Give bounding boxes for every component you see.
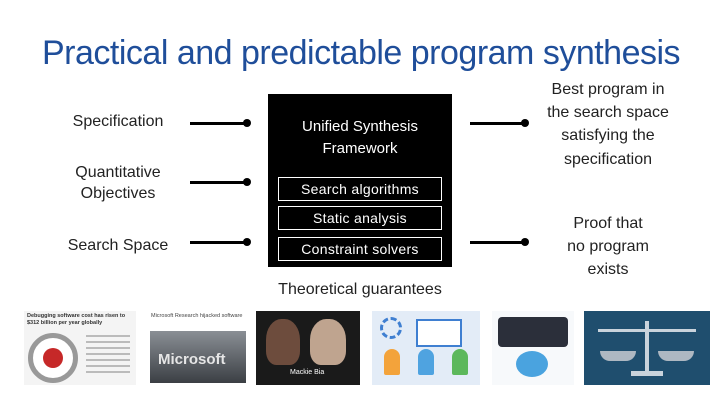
thumbnail-team-illustration: [372, 311, 480, 385]
balance-scale-icon: [598, 321, 696, 377]
person-figure-1: [384, 349, 400, 375]
static-analysis-chip: Static analysis: [278, 206, 442, 230]
proof-line1: Proof that: [573, 215, 643, 232]
best-program-text: Best program in the search space satisfy…: [532, 78, 684, 171]
arrow-search-space: [190, 238, 251, 246]
chain-link-icon: [516, 351, 548, 377]
proof-text: Proof that no program exists: [532, 212, 684, 282]
search-space-label: Search Space: [67, 237, 169, 254]
best-line1: Best program in: [551, 81, 665, 98]
gear-icon: [380, 317, 402, 339]
framework-title-line2: Framework: [322, 139, 398, 157]
thumbnail-microsoft-article: Microsoft Research hijacked software Mic…: [148, 311, 248, 385]
screen-illustration: [416, 319, 462, 347]
people-names: Mackie Bia: [290, 369, 325, 376]
article-lines: [86, 335, 130, 375]
thumbnail-people-photo: Mackie Bia: [256, 311, 360, 385]
objectives-label: Quantitative Objectives: [58, 163, 178, 205]
objectives-line2: Objectives: [80, 184, 156, 202]
theoretical-guarantees-caption: Theoretical guarantees: [278, 281, 442, 298]
arrow-objectives: [190, 178, 251, 186]
arrow-best-program: [470, 119, 529, 127]
best-line3: satisfying the: [561, 127, 655, 145]
best-line2: the search space: [547, 104, 669, 122]
framework-title-line1: Unified Synthesis: [302, 118, 418, 135]
microsoft-building-photo: Microsoft: [150, 331, 246, 383]
arrow-specification: [190, 119, 251, 127]
search-algorithms-chip: Search algorithms: [278, 177, 442, 201]
debugging-headline: Debugging software cost has risen to $31…: [27, 313, 126, 326]
proof-line2: no program: [567, 238, 649, 256]
bug-magnifier-icon: [28, 333, 78, 383]
proof-line3: exists: [587, 261, 629, 279]
thumbnail-blockchain-illustration: [492, 311, 574, 385]
specification-label: Specification: [72, 113, 164, 130]
arrow-proof: [470, 238, 529, 246]
person-figure-2: [418, 349, 434, 375]
constraint-solvers-chip: Constraint solvers: [278, 237, 442, 261]
objectives-line1: Quantitative: [75, 164, 161, 181]
thumbnail-balance-scale: [584, 311, 710, 385]
slide-title: Practical and predictable program synthe…: [42, 34, 681, 72]
microsoft-article-headline: Microsoft Research hijacked software: [151, 313, 243, 319]
person-right: [310, 319, 346, 365]
person-figure-3: [452, 349, 468, 375]
thumbnail-debugging-article: Debugging software cost has risen to $31…: [24, 311, 136, 385]
framework-title: Unified Synthesis Framework: [268, 116, 452, 160]
microsoft-logo: Microsoft: [158, 351, 226, 368]
person-left: [266, 319, 300, 365]
best-line4: specification: [563, 150, 653, 168]
synthesis-framework-box: Unified Synthesis Framework Search algor…: [268, 94, 452, 267]
dark-screen-shape: [498, 317, 568, 347]
